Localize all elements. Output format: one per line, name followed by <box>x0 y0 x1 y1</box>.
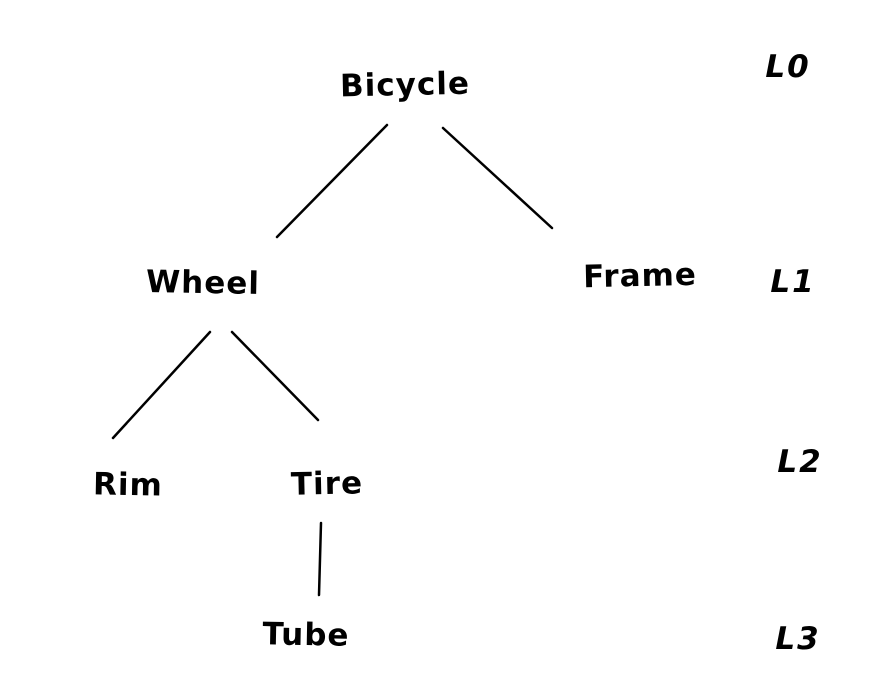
edge-bicycle-frame <box>441 126 554 230</box>
level-label-l3: L3 <box>775 621 821 657</box>
level-label-l1: L1 <box>770 264 816 300</box>
edge-bicycle-wheel <box>275 123 389 239</box>
node-frame: Frame <box>582 256 698 296</box>
node-bicycle: Bicycle <box>339 65 471 105</box>
level-label-l0: L0 <box>765 49 811 85</box>
node-wheel: Wheel <box>145 264 261 302</box>
node-tire: Tire <box>290 465 364 503</box>
node-rim: Rim <box>92 466 164 504</box>
edge-tire-tube <box>317 521 323 597</box>
level-label-l2: L2 <box>777 444 823 480</box>
node-tube: Tube <box>262 616 350 654</box>
edge-wheel-rim <box>111 330 212 440</box>
edge-wheel-tire <box>230 330 320 422</box>
